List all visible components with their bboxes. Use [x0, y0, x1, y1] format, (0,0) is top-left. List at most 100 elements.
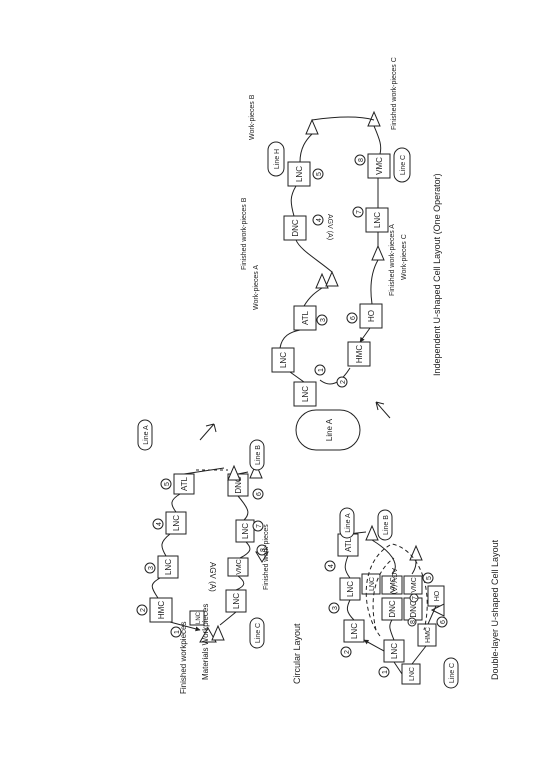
ind-lnc-2: LNC — [293, 381, 317, 407]
ind-vmc: VMC — [367, 153, 391, 179]
circ-lnc-4: LNC — [235, 519, 255, 543]
independent-layout-caption: Independent U-shaped Cell Layout (One Op… — [432, 173, 442, 376]
circ-lnc-2: LNC — [165, 511, 187, 535]
step-2: 2 — [140, 608, 147, 612]
circ-hmc: HMC — [149, 597, 173, 623]
ind-finished-work-pieces-c-label: Finished work-pieces C — [391, 57, 398, 130]
ind-work-pieces-b-label: Work-pieces B — [249, 94, 256, 140]
svg-text:4: 4 — [316, 218, 323, 222]
dl-dnc: DNC — [381, 597, 403, 621]
ind-ho: HO — [359, 303, 383, 329]
svg-text:6: 6 — [350, 316, 357, 320]
ind-triangle-2 — [325, 270, 339, 287]
svg-text:Line B: Line B — [383, 515, 390, 535]
svg-text:6: 6 — [440, 620, 447, 624]
ind-triangle-4 — [305, 118, 319, 135]
ind-pointer-arrow — [375, 401, 391, 419]
circ-agv-label: AGV (A) — [208, 562, 217, 592]
dl-loop — [344, 531, 437, 675]
dl-lnc-5: LNC — [401, 663, 421, 685]
circular-layout-caption: Circular Layout — [292, 623, 302, 684]
ind-atl: ATL — [293, 305, 317, 331]
svg-text:8: 8 — [358, 158, 365, 162]
svg-text:LNC: LNC — [301, 386, 310, 402]
ind-work-pieces-c-label: Work-pieces C — [401, 234, 408, 280]
dl-lnc-4: LNC — [361, 573, 381, 595]
step-6: 6 — [256, 492, 263, 496]
circ-materials-workpieces-label: Materials Workpieces — [201, 604, 210, 680]
circ-triangle-2 — [249, 462, 263, 479]
circ-atl: ATL — [173, 473, 195, 495]
svg-text:1: 1 — [382, 670, 389, 674]
svg-text:DNC: DNC — [291, 219, 300, 237]
svg-text:Line H: Line H — [274, 149, 281, 169]
circ-lnc-1: LNC — [157, 555, 179, 579]
svg-text:2: 2 — [340, 380, 347, 384]
svg-text:VMC: VMC — [375, 157, 384, 175]
svg-text:5: 5 — [316, 172, 323, 176]
svg-text:LNC: LNC — [232, 593, 241, 609]
ind-finished-work-pieces-b-label: Finished work-pieces B — [241, 197, 248, 270]
svg-text:LNC: LNC — [346, 581, 355, 597]
svg-text:ATL: ATL — [301, 310, 310, 325]
ind-line-c: Line C — [393, 147, 411, 183]
ind-line-a: Line A — [295, 409, 361, 451]
step-8: 8 — [260, 548, 267, 552]
svg-text:LNC: LNC — [172, 515, 181, 531]
circ-step-markers: 1 2 3 4 5 6 7 8 — [136, 478, 268, 638]
circ-finished-work-pieces-label: Finished work-pieces — [263, 524, 270, 590]
dl-step-markers: 1 2 3 4 5 6 7 8 — [324, 560, 448, 678]
svg-text:ATL: ATL — [180, 476, 189, 491]
svg-text:Line A: Line A — [345, 513, 352, 533]
svg-text:2: 2 — [344, 650, 351, 654]
circ-pointer-arrow — [199, 423, 217, 441]
svg-text:HO: HO — [367, 310, 376, 322]
svg-text:HMC: HMC — [425, 627, 432, 643]
step-3: 3 — [148, 566, 155, 570]
step-1: 1 — [174, 630, 181, 634]
svg-text:LNC: LNC — [373, 212, 382, 228]
svg-text:Line C: Line C — [449, 663, 456, 683]
double-layer-caption: Double-layer U-shaped Cell Layout — [490, 539, 500, 680]
dl-triangle-3 — [430, 603, 445, 617]
svg-text:LNC: LNC — [241, 523, 250, 539]
circ-vmc: VMC — [227, 557, 249, 577]
svg-text:1: 1 — [318, 368, 325, 372]
circ-triangle-materials — [211, 624, 225, 641]
dl-triangle-1 — [365, 524, 379, 541]
svg-text:8: 8 — [410, 620, 417, 624]
svg-text:LNC: LNC — [164, 559, 173, 575]
svg-text:VMC: VMC — [390, 577, 397, 593]
svg-text:DNC: DNC — [234, 476, 243, 494]
svg-text:VMC: VMC — [236, 559, 243, 575]
svg-text:LNC: LNC — [390, 643, 399, 659]
svg-text:Line C: Line C — [255, 623, 262, 643]
independent-layout: LNC LNC ATL DNC LNC HMC HO LNC VMC AGV (… — [241, 57, 442, 451]
svg-text:LNC: LNC — [196, 611, 202, 624]
svg-text:ATL: ATL — [344, 537, 353, 552]
ind-line-h: Line H — [267, 141, 285, 177]
svg-text:DNC: DNC — [388, 600, 397, 618]
circ-line-a: Line A — [137, 419, 153, 451]
dl-agv-label: AGV (A) — [390, 568, 397, 594]
ind-loop — [279, 116, 382, 385]
circ-triangle-1 — [227, 464, 241, 481]
ind-lnc-1: LNC — [271, 347, 295, 373]
ind-work-pieces-a-label: Work-pieces A — [253, 265, 260, 310]
svg-text:LNC: LNC — [350, 623, 359, 639]
ind-lnc-4: LNC — [365, 207, 389, 233]
ind-hmc: HMC — [347, 341, 371, 367]
svg-text:Line A: Line A — [143, 425, 150, 445]
svg-text:LNC: LNC — [369, 577, 376, 591]
svg-text:Line C: Line C — [400, 155, 407, 175]
dl-vmc-1: VMC — [381, 575, 403, 595]
dl-lnc-3: LNC — [339, 577, 361, 601]
step-4: 4 — [156, 522, 163, 526]
svg-text:7: 7 — [356, 210, 363, 214]
svg-text:HO: HO — [434, 590, 441, 601]
dl-lnc-1: LNC — [383, 639, 405, 663]
svg-text:HMC: HMC — [355, 345, 364, 363]
svg-text:VMC: VMC — [411, 577, 418, 593]
dl-hmc: HMC — [417, 623, 437, 647]
